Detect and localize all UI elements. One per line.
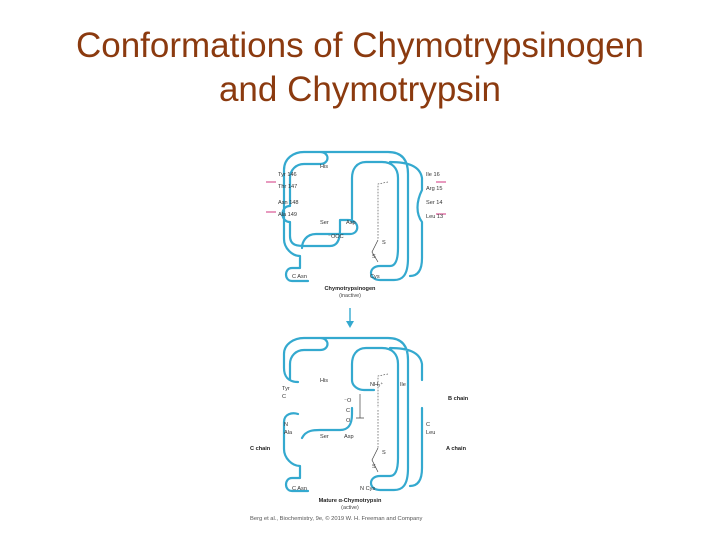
- label-leu-active: Leu: [426, 430, 435, 436]
- label-asn148: Asn 148: [278, 200, 299, 206]
- caption-mature-chymotrypsin: Mature α-Chymotrypsin: [319, 498, 382, 504]
- label-leu13: Leu 13: [426, 214, 443, 220]
- label-c-chain: C chain: [250, 446, 271, 452]
- label-ala-active: Ala: [284, 430, 293, 436]
- caption-active: (active): [341, 505, 359, 511]
- label-s-lower-active: S: [372, 464, 376, 470]
- label-b-chain: B chain: [448, 396, 469, 402]
- label-ser-active: Ser: [320, 434, 329, 440]
- label-his: His: [320, 164, 328, 170]
- label-ile16: Ile 16: [426, 172, 440, 178]
- disulfide-bond-top: [371, 239, 379, 263]
- activation-arrow: [346, 308, 354, 328]
- label-ile-active: Ile: [400, 382, 406, 388]
- label-arg15: Arg 15: [426, 186, 442, 192]
- label-s-upper-active: S: [382, 450, 386, 456]
- label-o-minus: ⁻O: [344, 398, 352, 404]
- label-a-chain: A chain: [446, 446, 467, 452]
- label-s-upper: S: [382, 240, 386, 246]
- chymotrypsinogen-chain: [281, 150, 424, 283]
- title-line-1: Conformations of Chymotrypsinogen: [75, 26, 645, 65]
- title-line-2: and Chymotrypsin: [218, 70, 502, 109]
- label-ser14: Ser 14: [426, 200, 442, 206]
- label-nh3: NH₃⁺: [370, 381, 383, 388]
- label-ser: Ser: [320, 220, 329, 226]
- label-n-active: N: [284, 422, 288, 428]
- chymotrypsin-activation-diagram: His Tyr 146 Thr 147 Asn 148 Ala 149 Ile …: [250, 150, 469, 522]
- caption-inactive: (inactive): [339, 293, 361, 299]
- label-his-active: His: [320, 378, 328, 384]
- label-coo: ⁻OOC: [328, 234, 344, 240]
- slide-title: Conformations of Chymotrypsinogen and Ch…: [0, 24, 720, 112]
- chymotrypsinogen-structure: His Tyr 146 Thr 147 Asn 148 Ala 149 Ile …: [266, 150, 446, 299]
- caption-chymotrypsinogen: Chymotrypsinogen: [325, 286, 377, 292]
- label-tyr-active: Tyr: [282, 386, 290, 392]
- label-cys: Cys: [370, 274, 380, 280]
- label-thr147: Thr 147: [278, 184, 297, 190]
- label-c-asn-active: C Asn: [292, 486, 307, 492]
- label-o: O: [346, 418, 351, 424]
- figure-credit: Berg et al., Biochemistry, 9e, © 2019 W.…: [250, 515, 422, 522]
- hbond-his-asp-active: [377, 373, 389, 408]
- label-c-carboxyl: C: [346, 408, 350, 414]
- label-n-cys-active: N Cys: [360, 486, 375, 492]
- label-tyr-c: C: [282, 394, 286, 400]
- label-tyr146: Tyr 146: [278, 172, 297, 178]
- label-asp-active: Asp: [344, 434, 354, 440]
- label-c-asn: C Asn: [292, 274, 307, 280]
- chymotrypsin-chains: [282, 336, 424, 493]
- salt-bridge: [356, 394, 364, 419]
- label-ala149: Ala 149: [278, 212, 297, 218]
- chymotrypsin-structure: His Tyr C NH₃⁺ Ile ⁻O C O N Ala Ser Asp …: [250, 336, 469, 511]
- label-asp: Asp: [346, 220, 356, 226]
- label-c-leu: C: [426, 422, 430, 428]
- hbond-his-asp: [377, 181, 389, 222]
- label-s-lower: S: [372, 254, 376, 260]
- disulfide-bond-bottom: [371, 447, 379, 473]
